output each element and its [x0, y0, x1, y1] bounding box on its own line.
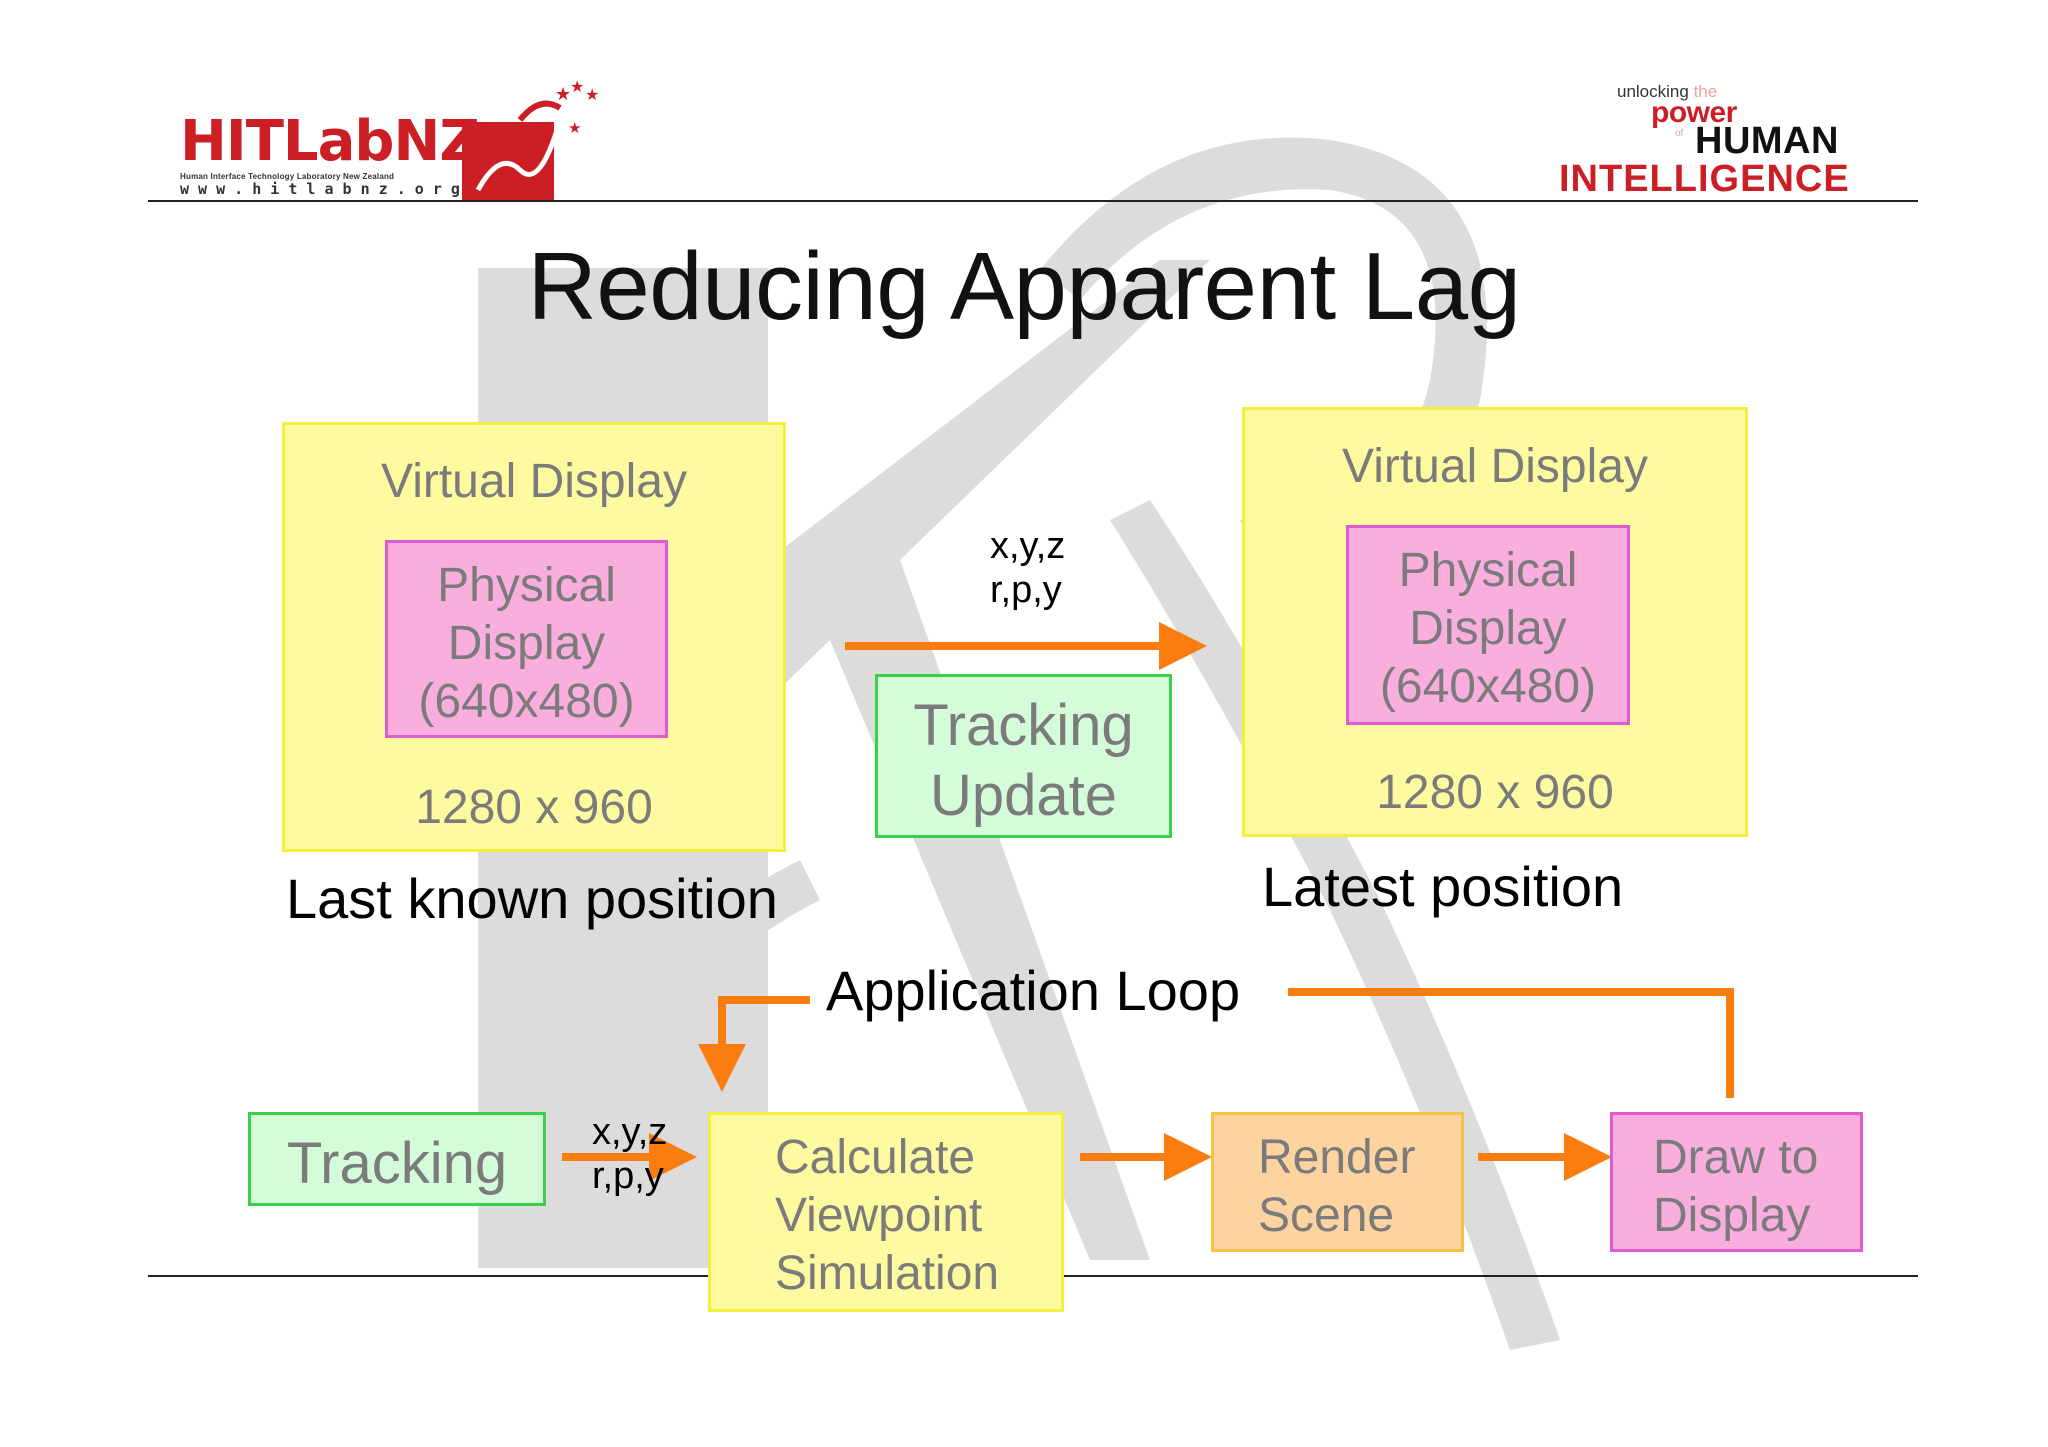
virtual-display-latest: Virtual Display 1280 x 960 — [1242, 407, 1748, 837]
physical-display-last: Physical Display (640x480) — [385, 540, 668, 738]
physical-display-line: Physical — [1398, 544, 1578, 597]
coords-rpy: r,p,y — [990, 569, 1062, 611]
loop-entry-arrow — [698, 996, 810, 1092]
tracking-label: Tracking — [286, 1131, 508, 1196]
coords-xyz: x,y,z — [990, 525, 1066, 567]
render-line: Scene — [1258, 1189, 1395, 1242]
virtual-display-size: 1280 x 960 — [415, 781, 653, 834]
physical-display-line: (640x480) — [418, 675, 635, 728]
calculate-viewpoint-box: Calculate Viewpoint Simulation — [708, 1112, 1064, 1312]
coords-label-bottom: x,y,z r,p,y — [592, 1110, 667, 1198]
logo-intelligence: INTELLIGENCE — [1559, 158, 1850, 200]
svg-text:★: ★ — [570, 79, 584, 96]
calculate-line: Calculate — [775, 1131, 976, 1184]
calculate-line: Simulation — [775, 1247, 1000, 1300]
svg-text:★: ★ — [568, 120, 581, 137]
tracking-box: Tracking — [248, 1112, 546, 1206]
last-known-position-caption: Last known position — [286, 867, 778, 930]
virtual-display-label: Virtual Display — [381, 455, 687, 508]
svg-text:★: ★ — [555, 84, 571, 104]
human-intelligence-logo: unlocking the power of HUMAN INTELLIGENC… — [1555, 80, 1915, 200]
hitlab-logo-subtitle: Human Interface Technology Laboratory Ne… — [180, 172, 395, 181]
hitlab-logo: HITLabNZ Human Interface Technology Labo… — [180, 109, 480, 198]
hitlab-logo-name: HITLabNZ — [180, 109, 480, 174]
logo-of: of — [1675, 128, 1684, 139]
application-loop-label: Application Loop — [826, 959, 1241, 1022]
tracking-update-line: Tracking — [913, 693, 1134, 758]
calculate-line: Viewpoint — [775, 1189, 983, 1242]
coords-label-top: x,y,z r,p,y — [990, 524, 1065, 612]
virtual-display-label: Virtual Display — [1342, 440, 1648, 493]
virtual-display-size: 1280 x 960 — [1376, 766, 1614, 819]
tracking-update-line: Update — [929, 763, 1118, 828]
hitlab-logo-graphic: ★ ★ ★ ★ — [462, 79, 599, 201]
loop-return-line — [1288, 988, 1734, 1098]
logo-unlocking: unlocking — [1617, 82, 1689, 101]
physical-display-line: Physical — [437, 559, 616, 612]
svg-text:★: ★ — [585, 87, 599, 104]
render-line: Render — [1258, 1131, 1416, 1184]
physical-display-line: (640x480) — [1379, 660, 1597, 713]
logo-the: the — [1693, 82, 1718, 101]
draw-to-display-box: Draw to Display — [1610, 1112, 1863, 1252]
tracking-update-box: Tracking Update — [875, 674, 1172, 838]
draw-line: Draw to — [1653, 1131, 1819, 1184]
physical-display-line: Display — [1409, 602, 1567, 655]
slide-title: Reducing Apparent Lag — [527, 233, 1521, 340]
physical-display-latest: Physical Display (640x480) — [1346, 525, 1630, 725]
coords-rpy: r,p,y — [592, 1155, 664, 1197]
header-rule — [148, 200, 1918, 202]
draw-line: Display — [1653, 1189, 1811, 1242]
latest-position-caption: Latest position — [1262, 855, 1624, 918]
logo-power: power — [1651, 96, 1737, 129]
logo-human: HUMAN — [1695, 120, 1839, 162]
physical-display-line: Display — [447, 617, 606, 670]
hitlab-logo-url: w w w . h i t l a b n z . o r g — [180, 180, 460, 198]
coords-xyz: x,y,z — [592, 1111, 668, 1153]
render-scene-box: Render Scene — [1211, 1112, 1464, 1252]
